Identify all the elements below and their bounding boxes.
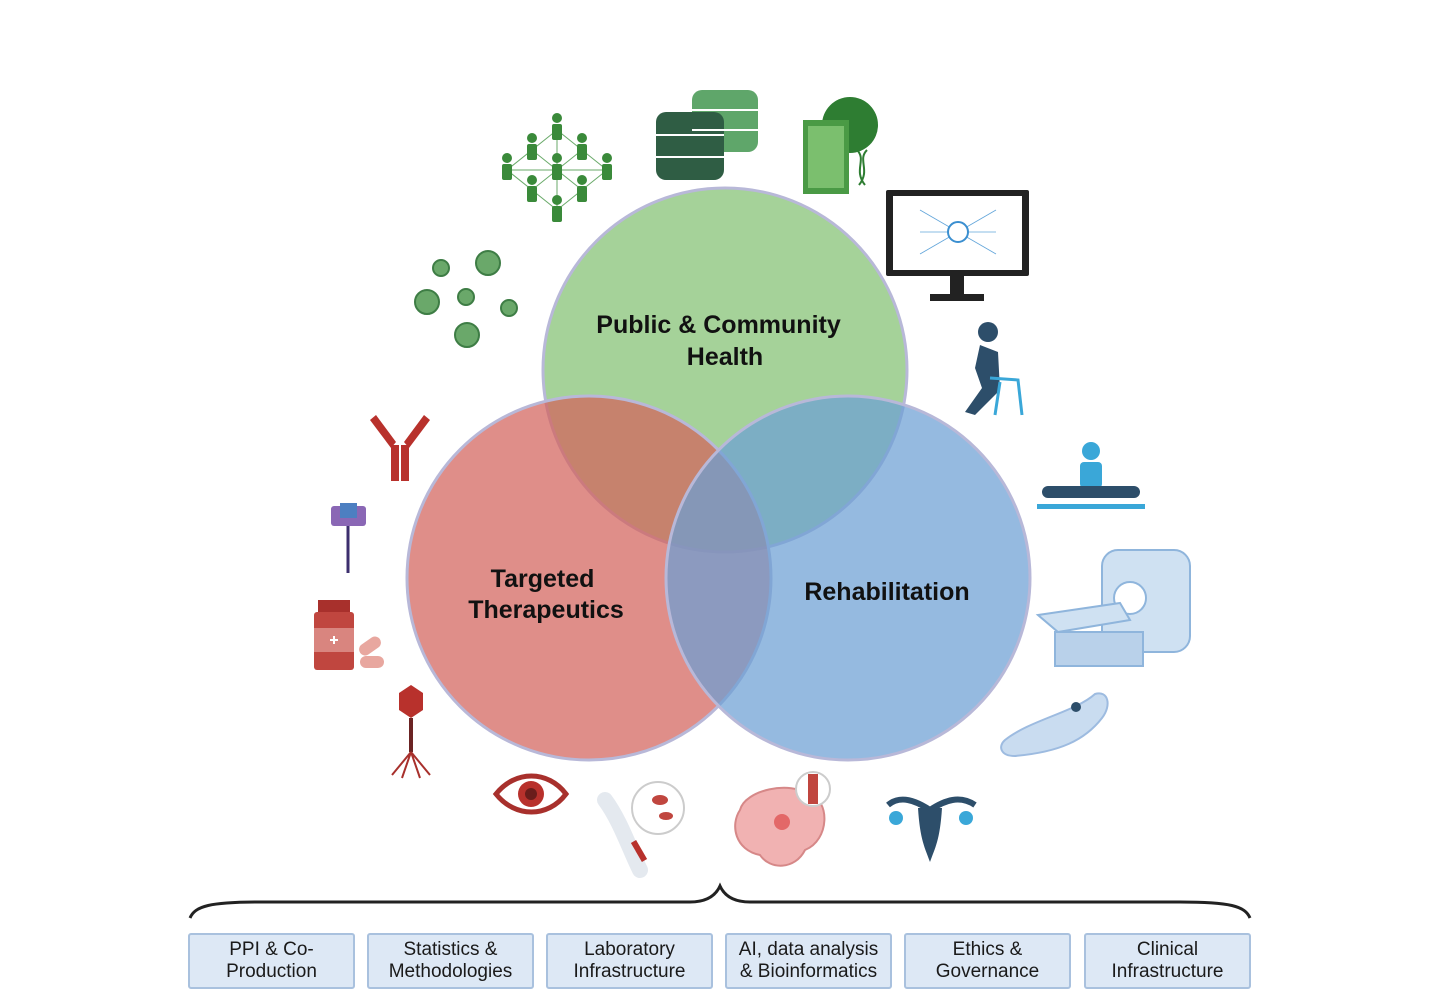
brain-stroke-icon <box>734 771 831 867</box>
uterus-icon <box>886 796 977 862</box>
pillar-ppi: PPI & Co- Production <box>188 933 355 989</box>
pillar-statistics: Statistics & Methodologies <box>367 933 534 989</box>
medicine-bottle-icon <box>314 600 384 670</box>
database-icon <box>656 90 758 180</box>
receptor-icon <box>331 503 366 573</box>
pillar-ai-data: AI, data analysis & Bioinformatics <box>725 933 892 989</box>
elderly-walker-icon <box>965 322 1024 416</box>
venn-label-targeted-therapeutics: Targeted Therapeutics <box>468 565 624 624</box>
eye-icon <box>492 773 570 815</box>
people-network-icon <box>502 113 612 222</box>
blood-sample-icon <box>597 781 685 878</box>
pillar-clinical: Clinical Infrastructure <box>1084 933 1251 989</box>
bacteriophage-icon <box>391 685 431 779</box>
ct-scanner-icon <box>1035 549 1191 667</box>
pillars-brace <box>188 882 1252 919</box>
venn-label-public-health: Public & Community Health <box>596 311 847 371</box>
virus-icon <box>414 250 518 348</box>
pillar-laboratory: Laboratory Infrastructure <box>546 933 713 989</box>
ai-monitor-icon <box>886 190 1029 301</box>
antibody-icon <box>370 415 430 481</box>
physiotherapy-icon <box>1037 442 1145 509</box>
foot-icon <box>1000 692 1109 758</box>
pillar-row: PPI & Co- Production Statistics & Method… <box>188 933 1252 991</box>
genomic-server-icon <box>803 97 878 194</box>
venn-label-rehabilitation: Rehabilitation <box>804 578 969 606</box>
venn-circle-rehabilitation <box>664 394 1032 762</box>
pillar-ethics: Ethics & Governance <box>904 933 1071 989</box>
